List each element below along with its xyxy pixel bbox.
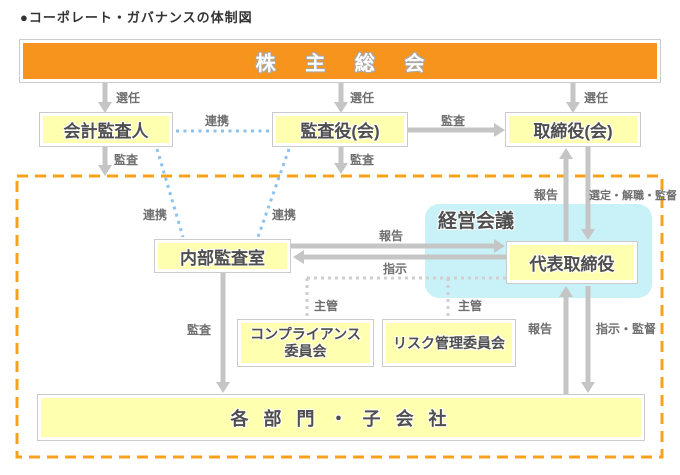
internal-boundary-dashed-border <box>15 174 664 459</box>
arrow-report-up-departments <box>559 286 573 395</box>
node-shareholders-meeting: 株 主 総 会 <box>20 40 660 82</box>
label-cooperate-horizontal: 連携 <box>205 114 230 128</box>
label-report-up-departments: 報告 <box>528 322 553 336</box>
arrow-audit-center-down <box>334 146 348 174</box>
arrow-audit-left-down <box>98 146 112 176</box>
arrow-appoint-left <box>98 82 112 113</box>
gray-arrows <box>98 82 595 395</box>
node-audit-supervisory-board: 監査役(会) <box>273 113 407 146</box>
arrow-audit-departments <box>216 272 230 393</box>
link-cooperate-diag-left <box>155 148 185 238</box>
diagram-title: ●コーポレート・ガバナンスの体制図 <box>20 10 253 25</box>
label-audit-down-left: 監査 <box>114 153 139 167</box>
charge-links <box>305 276 506 319</box>
arrow-audit-to-board <box>407 123 505 137</box>
node-internal-audit-office: 内部監査室 <box>155 240 290 272</box>
label-report-to-board: 報告 <box>534 188 559 202</box>
label-appoint-center: 選任 <box>350 91 375 105</box>
node-board-of-directors: 取締役(会) <box>506 113 640 146</box>
label-cooperate-diag-left: 連携 <box>143 208 168 222</box>
label-cooperate-diag-right: 連携 <box>272 208 297 222</box>
node-compliance-committee: コンプライアンス 委員会 <box>238 320 373 366</box>
label-audit-to-board: 監査 <box>441 114 466 128</box>
label-appoint-dismiss-supervise: 選定・解職・監督 <box>589 190 677 202</box>
node-accounting-auditor: 会計監査人 <box>40 113 172 146</box>
label-appoint-right: 選任 <box>584 91 609 105</box>
cooperation-links <box>155 129 291 238</box>
label-instruct-supervise: 指示・監督 <box>596 322 657 336</box>
arrow-instruct-internal-audit <box>293 250 506 264</box>
label-audit-down-center: 監査 <box>350 153 375 167</box>
label-instruct-internal-audit: 指示 <box>383 262 408 276</box>
arrow-report-to-board <box>559 148 573 242</box>
link-cooperate-diag-right <box>256 148 291 238</box>
label-appoint-left: 選任 <box>116 91 141 105</box>
node-departments-subsidiaries: 各 部 門 ・ 子 会 社 <box>38 395 644 440</box>
node-risk-management-committee: リスク管理委員会 <box>383 320 515 366</box>
management-meeting-label: 経営会議 <box>438 211 515 232</box>
arrow-instruct-supervise-down <box>581 286 595 393</box>
label-charge-right: 主管 <box>458 299 483 313</box>
label-audit-departments: 監査 <box>187 323 212 337</box>
arrow-report-to-representative <box>290 239 505 253</box>
compliance-committee-line1: コンプライアンス <box>250 326 361 343</box>
compliance-committee-line2: 委員会 <box>284 343 327 359</box>
arrow-appoint-center <box>334 82 348 113</box>
arrow-appoint-dismiss-down <box>581 146 595 240</box>
arrow-appoint-right <box>566 82 580 113</box>
label-charge-left: 主管 <box>314 299 339 313</box>
node-representative-director: 代表取締役 <box>507 242 637 283</box>
label-report-to-representative: 報告 <box>379 229 404 243</box>
